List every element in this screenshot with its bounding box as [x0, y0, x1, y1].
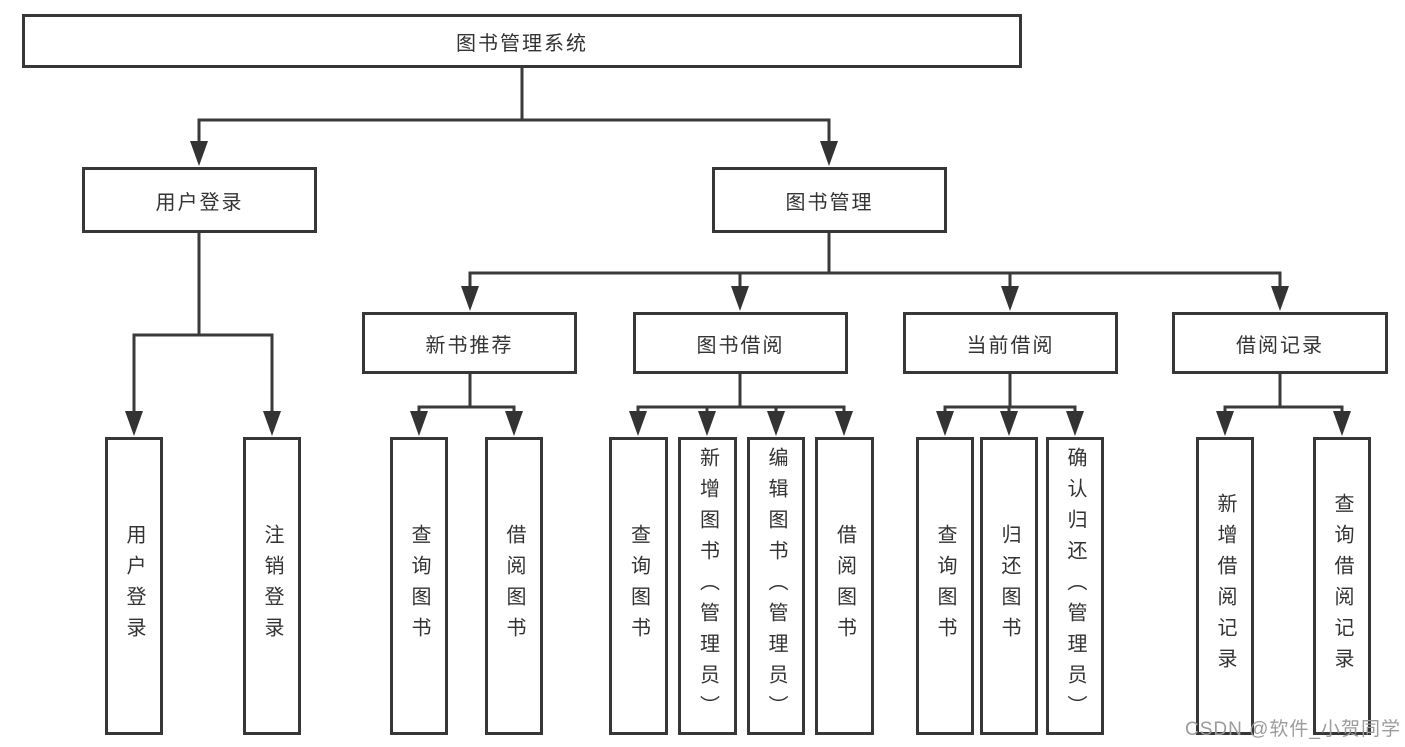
node-label: 借阅图书	[833, 524, 856, 648]
branch-new-book-recommend	[410, 372, 523, 436]
node-label: 图书管理	[785, 191, 874, 214]
node-borrowing-records: 借阅记录	[1172, 312, 1388, 374]
arrowhead	[629, 411, 647, 436]
arrowhead	[505, 411, 523, 436]
node-label: 图书管理系统	[456, 32, 588, 55]
node-library-management-system: 图书管理系统	[22, 14, 1022, 68]
node-label: 图书借阅	[696, 334, 785, 357]
arrowhead	[1001, 286, 1019, 311]
leaf-query-books-3: 查询图书	[916, 437, 974, 735]
node-label: 新书推荐	[425, 334, 514, 357]
node-label: 确认归还（管理员）	[1064, 446, 1086, 726]
node-label: 用户登录	[155, 191, 244, 214]
node-new-book-recommend: 新书推荐	[362, 312, 577, 374]
arrowhead	[936, 411, 954, 436]
arrowhead	[125, 411, 143, 436]
arrowhead	[820, 141, 838, 166]
arrowhead	[731, 286, 749, 311]
leaf-query-books-1: 查询图书	[390, 437, 448, 735]
leaf-borrow-books-2: 借阅图书	[815, 437, 874, 735]
arrowhead	[263, 411, 281, 436]
arrowhead	[461, 286, 479, 311]
node-label: 注销登录	[261, 524, 283, 648]
node-book-management: 图书管理	[712, 167, 947, 233]
node-label: 编辑图书（管理员）	[765, 446, 787, 726]
leaf-confirm-return-admin: 确认归还（管理员）	[1046, 437, 1104, 735]
node-label: 新增借阅记录	[1214, 493, 1236, 679]
node-label: 新增图书（管理员）	[696, 446, 719, 726]
branch-current-borrowing	[936, 372, 1084, 436]
arrowhead	[1333, 411, 1351, 436]
branch-root	[190, 66, 838, 166]
node-user-login: 用户登录	[82, 167, 317, 233]
node-label: 查询图书	[627, 524, 650, 648]
node-label: 查询图书	[934, 524, 956, 648]
leaf-edit-book-admin: 编辑图书（管理员）	[747, 437, 805, 735]
node-label: 归还图书	[998, 524, 1020, 648]
branch-user-login	[125, 231, 281, 436]
node-label: 查询借阅记录	[1331, 493, 1353, 679]
node-label: 查询图书	[408, 524, 430, 648]
branch-book-management	[461, 231, 1289, 311]
leaf-user-login: 用户登录	[105, 437, 163, 735]
arrowhead	[835, 411, 853, 436]
leaf-return-books: 归还图书	[980, 437, 1038, 735]
node-label: 当前借阅	[966, 334, 1055, 357]
node-current-borrowing: 当前借阅	[903, 312, 1118, 374]
leaf-query-books-2: 查询图书	[609, 437, 668, 735]
arrowhead	[1216, 411, 1234, 436]
csdn-watermark: CSDN @软件_小贺同学	[1185, 719, 1401, 740]
arrowhead	[1066, 411, 1084, 436]
node-book-borrowing: 图书借阅	[633, 312, 848, 374]
arrowhead	[767, 411, 785, 436]
arrowhead	[1000, 411, 1018, 436]
leaf-borrow-books-1: 借阅图书	[485, 437, 543, 735]
node-label: 借阅图书	[503, 524, 525, 648]
leaf-query-borrow-record: 查询借阅记录	[1313, 437, 1371, 735]
branch-borrowing-records	[1216, 372, 1351, 436]
arrowhead	[410, 411, 428, 436]
arrowhead	[190, 141, 208, 166]
branch-book-borrowing	[629, 372, 853, 436]
leaf-add-book-admin: 新增图书（管理员）	[678, 437, 737, 735]
leaf-logout: 注销登录	[243, 437, 301, 735]
node-label: 用户登录	[123, 524, 145, 648]
arrowhead	[698, 411, 716, 436]
arrowhead	[1271, 286, 1289, 311]
node-label: 借阅记录	[1236, 334, 1324, 357]
leaf-add-borrow-record: 新增借阅记录	[1196, 437, 1254, 735]
